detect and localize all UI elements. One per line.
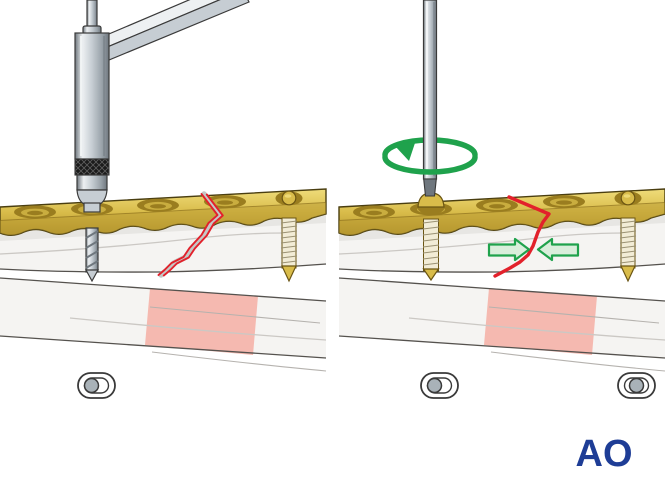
fracture-line-open <box>157 191 224 278</box>
bone-plate-assembly <box>338 188 665 372</box>
compression-arrow-left-icon <box>487 237 531 262</box>
knurled-ring <box>74 158 110 176</box>
screw-being-inserted <box>422 218 440 282</box>
guide-nozzle <box>83 202 101 213</box>
drill-guide <box>74 0 110 213</box>
screwdriver-shaft <box>422 0 438 197</box>
hole-position-centered-icon <box>617 372 656 399</box>
drill-bit <box>84 227 100 283</box>
fracture-line-compressed <box>493 195 551 278</box>
rotation-arrow-icon <box>382 154 478 175</box>
screw-tip <box>422 268 440 282</box>
panel-screw-insertion <box>338 0 665 399</box>
screw-head <box>417 192 445 215</box>
compression-arrow-right-icon <box>536 237 580 262</box>
drill-guide-arm <box>89 0 250 66</box>
hole-position-eccentric-icon <box>77 372 116 399</box>
bone-plate-assembly <box>0 188 327 372</box>
rotation-arrowhead <box>395 140 416 161</box>
panel-drilling <box>0 0 327 399</box>
drill-shaft <box>86 0 98 28</box>
hole-position-eccentric-icon <box>420 372 459 399</box>
drill-tip <box>84 269 100 283</box>
ao-logo: AO <box>576 433 633 475</box>
